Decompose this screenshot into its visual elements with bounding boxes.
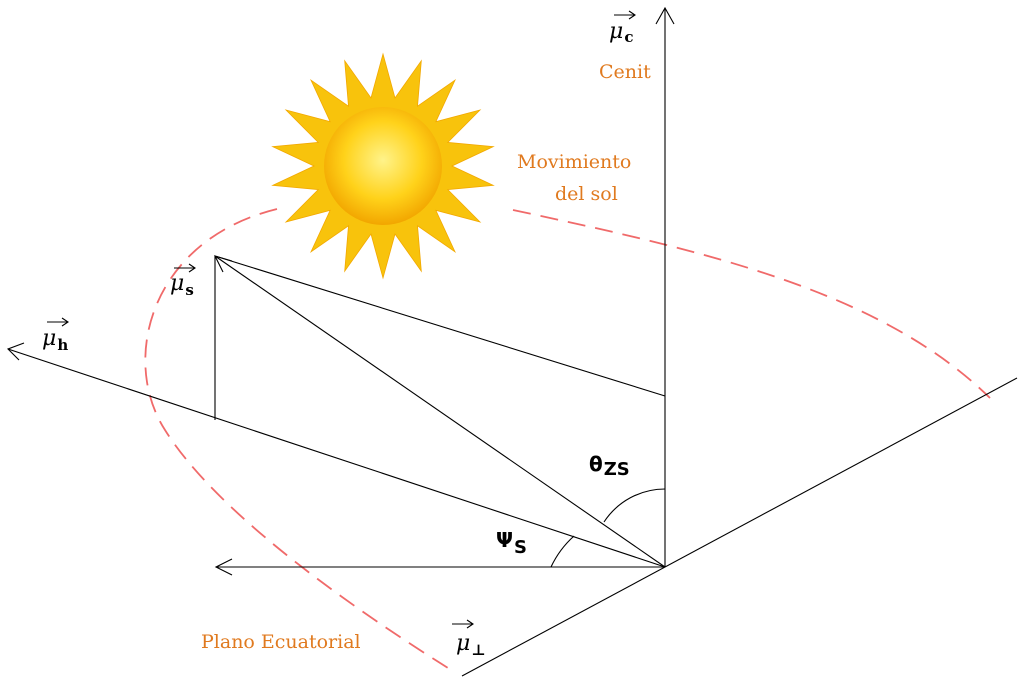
mu-s-label: μs: [170, 263, 196, 299]
plano-ecuatorial-label: Plano Ecuatorial: [201, 631, 361, 653]
movimiento-label: Movimiento: [517, 151, 631, 173]
svg-text:μc: μc: [609, 19, 633, 46]
equatorial-axis: [461, 377, 1018, 677]
mu-perp-label: μ⊥: [452, 619, 486, 659]
mu-h-label: μh: [42, 317, 69, 354]
del-sol-label: del sol: [555, 183, 618, 205]
theta-angle-arc: [603, 488, 666, 523]
sun-icon: [271, 52, 495, 280]
left-horizontal-arrowhead: [214, 558, 233, 576]
sun-path-curve-right: [512, 209, 991, 399]
sun-vector: [214, 255, 666, 568]
svg-text:μs: μs: [170, 271, 194, 299]
theta-zs-label: θZS: [589, 452, 630, 480]
mu-h-axis: [7, 348, 666, 568]
mu-h-arrowhead: [7, 342, 25, 361]
mu-c-label: μc: [609, 10, 636, 46]
psi-angle-arc: [550, 535, 575, 568]
svg-text:μh: μh: [42, 326, 68, 354]
zenith-arrowhead: [655, 6, 675, 25]
psi-s-label: ΨS: [496, 528, 527, 558]
cenit-label: Cenit: [599, 61, 651, 83]
svg-text:μ⊥: μ⊥: [456, 631, 486, 659]
sun-to-zenith-line: [214, 255, 666, 397]
sun-path-curve: [144, 208, 449, 669]
